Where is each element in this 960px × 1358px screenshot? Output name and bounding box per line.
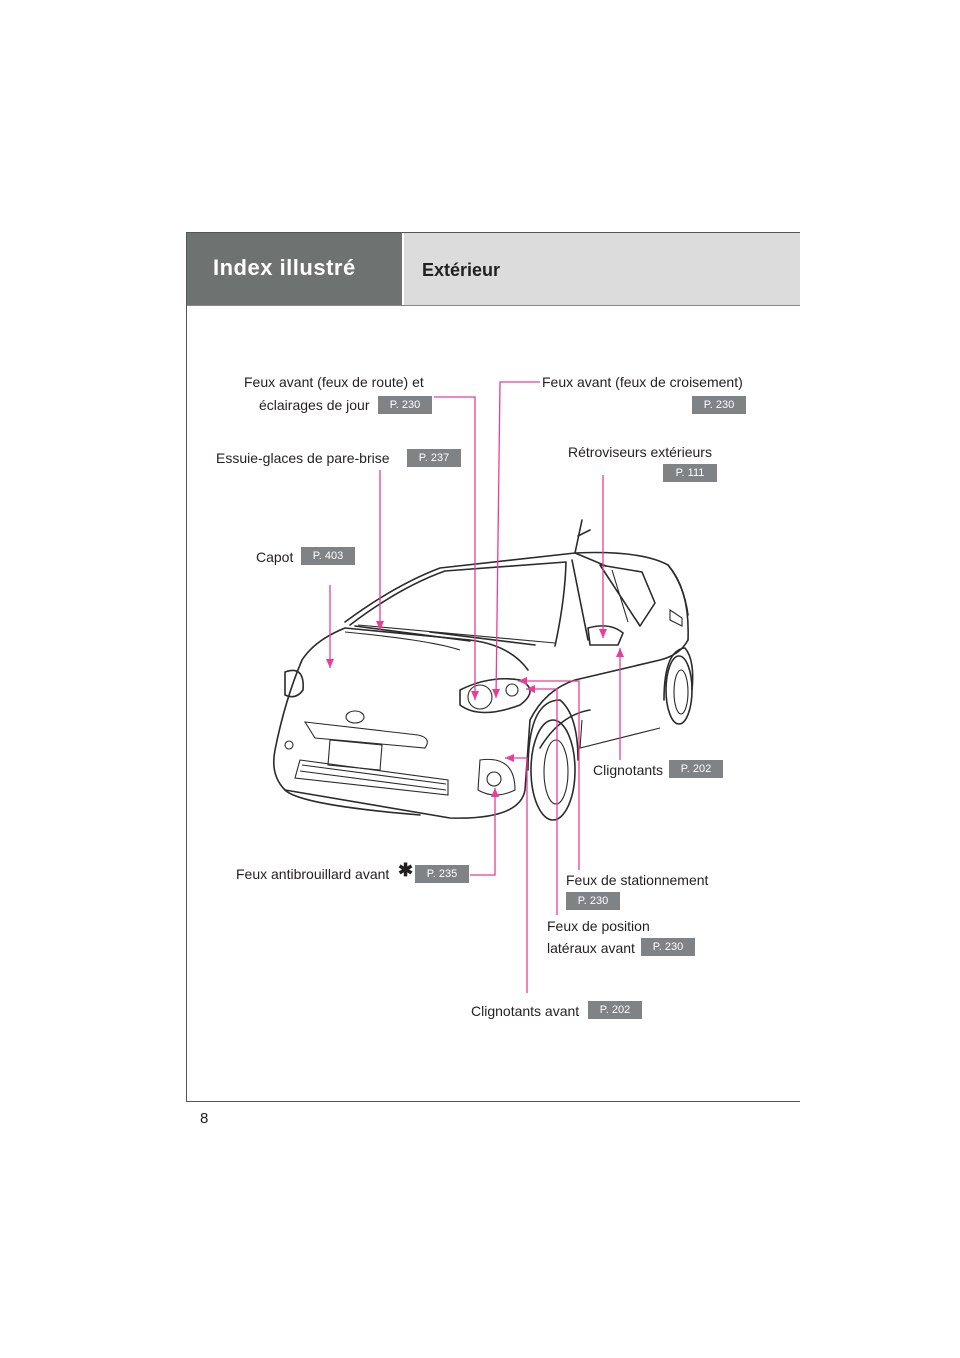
subsection-header: Extérieur (404, 233, 800, 305)
leader-fog (470, 788, 496, 876)
ref-side-marker[interactable]: P. 230 (641, 938, 695, 956)
header-divider (187, 305, 800, 306)
section-header: Index illustré (187, 233, 402, 305)
ref-fog-lights[interactable]: P. 235 (415, 865, 469, 883)
optional-equipment-mark: ✱ (398, 860, 414, 880)
ref-headlights-low[interactable]: P. 230 (692, 396, 746, 414)
ref-front-turn-signals[interactable]: P. 202 (588, 1001, 642, 1019)
leader-side-marker (526, 688, 558, 915)
page-frame (186, 232, 800, 1102)
label-parking-lights: Feux de stationnement (566, 872, 709, 888)
ref-turn-signals[interactable]: P. 202 (669, 760, 723, 778)
label-mirrors: Rétroviseurs extérieurs (568, 444, 712, 460)
label-side-marker-line1: Feux de position (547, 918, 650, 934)
label-front-turn-signals: Clignotants avant (471, 1003, 580, 1019)
ref-parking-lights[interactable]: P. 230 (566, 892, 620, 910)
leader-headlights-low (495, 381, 540, 699)
subsection-title: Extérieur (422, 260, 501, 280)
ref-wipers[interactable]: P. 237 (407, 449, 461, 467)
label-fog-lights: Feux antibrouillard avant (236, 866, 390, 882)
label-headlights-low: Feux avant (feux de croisement) (542, 374, 743, 390)
car-drawing (272, 519, 694, 821)
ref-mirrors[interactable]: P. 111 (663, 464, 717, 482)
label-turn-signals: Clignotants (593, 762, 664, 778)
section-title: Index illustré (213, 255, 356, 280)
leader-lines (326, 381, 624, 993)
leader-parking (518, 680, 580, 870)
leader-headlights-high (434, 396, 476, 700)
ref-headlights-high[interactable]: P. 230 (378, 396, 432, 414)
label-wipers: Essuie-glaces de pare-brise (216, 450, 390, 466)
label-headlights-high-line2: éclairages de jour (259, 397, 370, 413)
ref-hood[interactable]: P. 403 (301, 547, 355, 565)
label-headlights-high-line1: Feux avant (feux de route) et (244, 374, 424, 390)
label-hood: Capot (256, 549, 294, 565)
page-number: 8 (200, 1110, 209, 1127)
label-side-marker-line2: latéraux avant (547, 940, 635, 956)
